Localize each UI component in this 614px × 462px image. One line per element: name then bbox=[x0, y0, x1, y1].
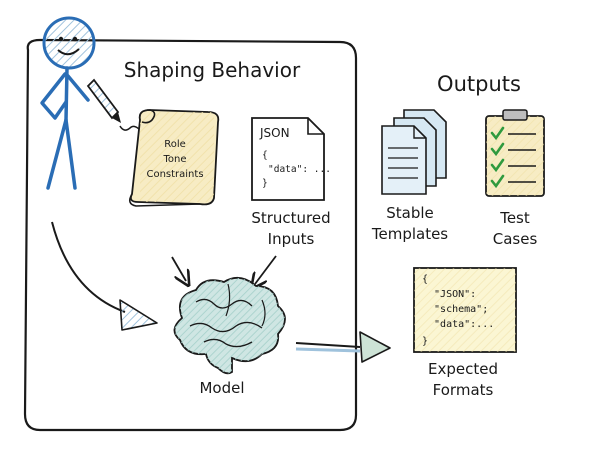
clipboard-checklist-icon bbox=[485, 109, 545, 197]
stable-templates-label-line2: Templates bbox=[371, 225, 448, 243]
test-cases-label-line1: Test bbox=[499, 209, 530, 227]
scroll-label-tone: Tone bbox=[162, 154, 186, 165]
scroll-label-constraints: Constraints bbox=[146, 169, 203, 180]
brain-icon bbox=[173, 276, 286, 375]
json-document-icon bbox=[251, 117, 325, 201]
stick-figure-icon bbox=[40, 16, 96, 190]
code-card-line-2: "JSON": bbox=[422, 289, 476, 300]
figure-to-model-arrow bbox=[51, 221, 158, 331]
expected-format-code-card bbox=[413, 267, 517, 353]
structured-inputs-label-line1: Structured bbox=[251, 209, 330, 227]
scroll-label-role: Role bbox=[164, 139, 186, 150]
shaping-behavior-frame bbox=[23, 38, 358, 432]
frame-title: Shaping Behavior bbox=[124, 58, 301, 82]
json-doc-header: JSON bbox=[259, 126, 290, 140]
input-arrows bbox=[171, 255, 277, 284]
json-doc-line-1: { bbox=[262, 150, 268, 161]
json-doc-line-3: } bbox=[262, 178, 268, 189]
structured-inputs-label-line2: Inputs bbox=[268, 230, 315, 248]
pencil-icon bbox=[86, 78, 141, 131]
code-card-line-3: "schema"; bbox=[422, 304, 488, 315]
code-card-line-4: "data":... bbox=[422, 319, 494, 330]
code-card-line-1: { bbox=[422, 274, 428, 285]
stable-templates-label-line1: Stable bbox=[386, 204, 434, 222]
expected-formats-label-line2: Formats bbox=[433, 381, 494, 399]
json-doc-line-2: "data": ... bbox=[268, 164, 331, 175]
test-cases-label-line2: Cases bbox=[493, 230, 538, 248]
model-label: Model bbox=[199, 379, 244, 397]
outputs-title: Outputs bbox=[437, 72, 521, 96]
model-to-output-arrow bbox=[295, 331, 391, 363]
expected-formats-label-line1: Expected bbox=[428, 360, 498, 378]
code-card-line-5: } bbox=[422, 336, 428, 347]
parchment-scroll-icon bbox=[128, 109, 220, 207]
stacked-documents-icon bbox=[381, 109, 447, 195]
